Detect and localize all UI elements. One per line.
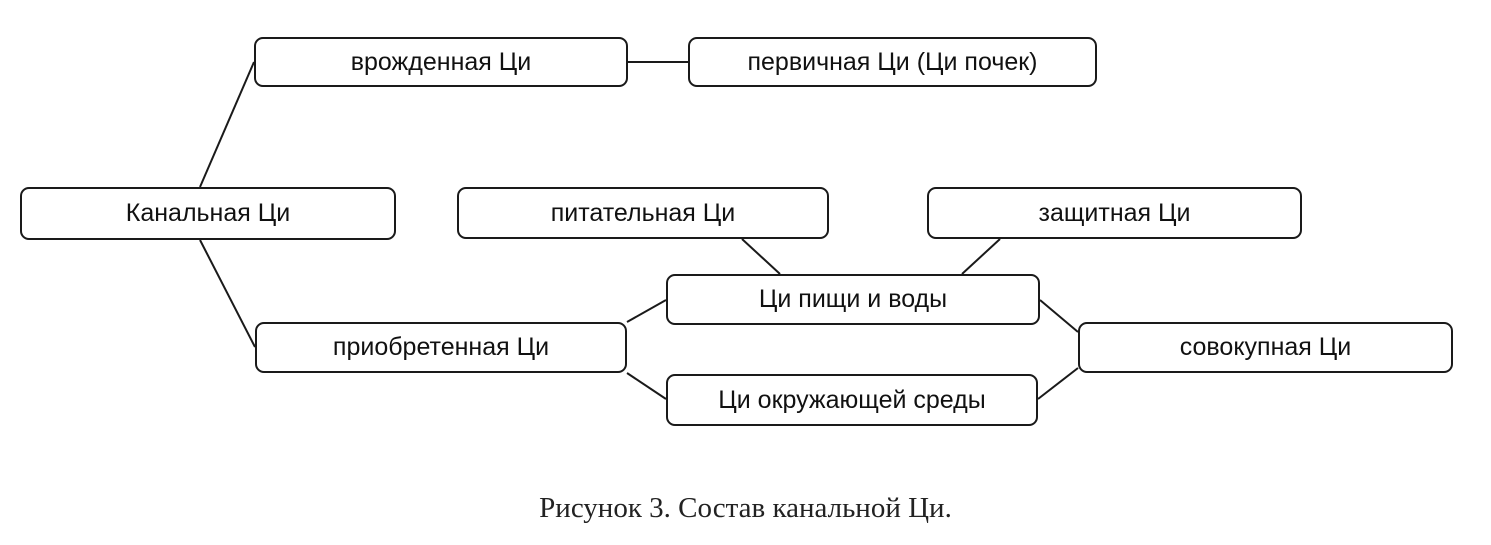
node-aggregate-qi-label: совокупная Ци (1179, 333, 1352, 361)
figure-caption: Рисунок 3. Состав канальной Ци. (539, 492, 952, 524)
node-acquired-qi: приобретенная Ци (255, 322, 627, 373)
node-primary-qi: первичная Ци (Ци почек) (688, 37, 1097, 87)
edge-nutritive-food (741, 238, 781, 275)
edge-food-aggregate (1039, 299, 1079, 333)
node-food-water-qi: Ци пищи и воды (666, 274, 1040, 325)
node-primary-qi-label: первичная Ци (Ци почек) (747, 47, 1038, 76)
node-protective-qi-label: защитная Ци (1038, 198, 1191, 227)
edge-acquired-environment (626, 372, 667, 400)
node-nutritive-qi-label: питательная Ци (550, 198, 736, 227)
node-protective-qi: защитная Ци (927, 187, 1302, 239)
edge-channel-innate (199, 61, 255, 188)
node-environment-qi: Ци окружающей среды (666, 374, 1038, 426)
node-acquired-qi-label: приобретенная Ци (332, 333, 550, 361)
node-channel-qi-label: Канальная Ци (125, 199, 291, 227)
node-food-water-qi-label: Ци пищи и воды (758, 285, 948, 313)
node-innate-qi: врожденная Ци (254, 37, 628, 87)
node-channel-qi: Канальная Ци (20, 187, 396, 240)
node-environment-qi-label: Ци окружающей среды (718, 385, 986, 414)
node-nutritive-qi: питательная Ци (457, 187, 829, 239)
edge-environment-aggregate (1037, 367, 1079, 400)
edge-protective-food (961, 238, 1001, 275)
edge-acquired-food (626, 299, 667, 323)
edge-channel-acquired (199, 239, 256, 348)
node-innate-qi-label: врожденная Ци (350, 47, 532, 76)
node-aggregate-qi: совокупная Ци (1078, 322, 1453, 373)
